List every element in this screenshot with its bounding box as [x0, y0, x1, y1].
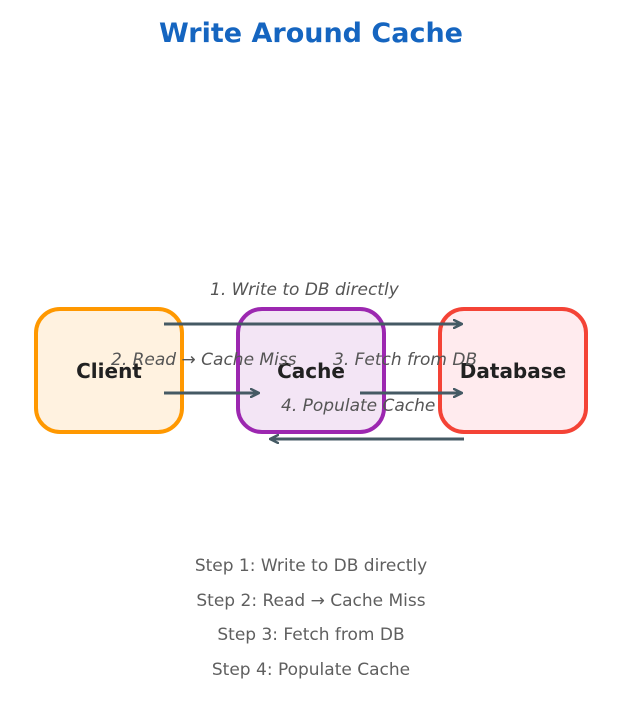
- database-node: Database: [438, 307, 588, 434]
- step-1-text: Step 1: Write to DB directly: [194, 556, 428, 576]
- edge-label-fetch: 3. Fetch from DB: [333, 350, 478, 370]
- step-3-text: Step 3: Fetch from DB: [217, 625, 405, 645]
- edge-label-read-miss: 2. Read → Cache Miss: [111, 350, 297, 370]
- client-node-label: Client: [76, 358, 142, 383]
- database-node-label: Database: [459, 358, 567, 383]
- diagram-title: Write Around Cache: [158, 18, 463, 49]
- edge-label-write: 1. Write to DB directly: [210, 280, 399, 300]
- client-node: Client: [34, 307, 184, 434]
- step-2-text: Step 2: Read → Cache Miss: [196, 591, 426, 611]
- cache-node: Cache: [236, 307, 386, 434]
- step-4-text: Step 4: Populate Cache: [211, 660, 411, 680]
- cache-node-label: Cache: [277, 358, 345, 383]
- edge-label-populate: 4. Populate Cache: [281, 396, 436, 416]
